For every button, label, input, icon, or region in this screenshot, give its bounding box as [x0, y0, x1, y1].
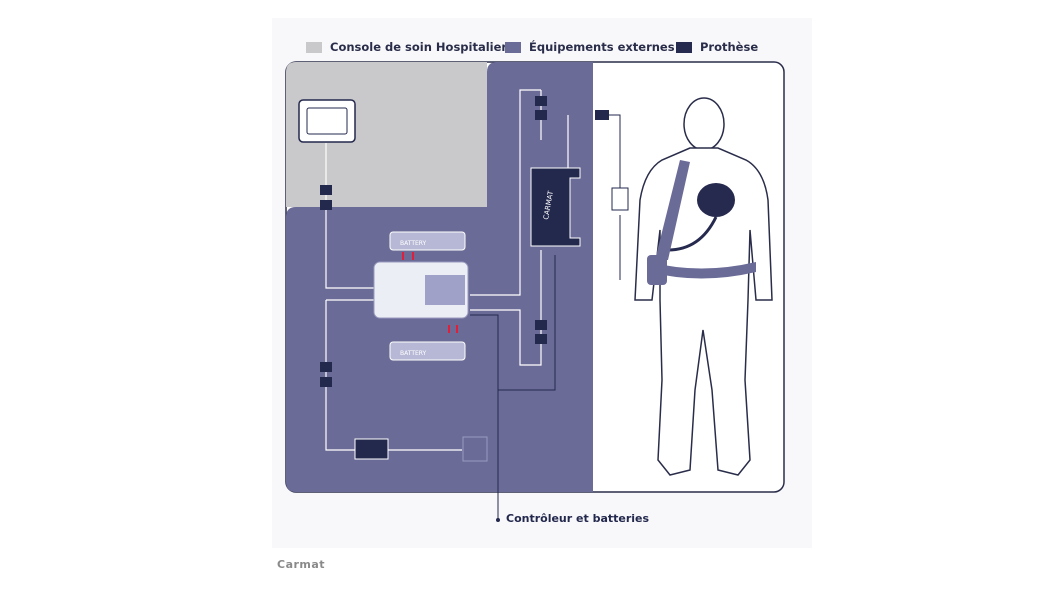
- legend-label: Équipements externes: [529, 40, 675, 54]
- legend-label: Console de soin Hospitalier: [330, 40, 508, 54]
- battery-top: BATTERY: [389, 231, 466, 251]
- diagram-shape: BATTERY: [400, 240, 427, 247]
- legend-swatch: [676, 41, 692, 53]
- callout-dot: [496, 518, 500, 522]
- prosthesis-heart: [697, 183, 735, 217]
- controller-callout-label: Contrôleur et batteries: [506, 512, 650, 525]
- diagram-shape: [535, 96, 547, 106]
- diagram-shape: [320, 362, 332, 372]
- diagram-shape: [498, 255, 556, 391]
- diagram-shape: [470, 89, 541, 296]
- diagram-shape: [535, 110, 547, 120]
- battery-charger: [373, 261, 469, 319]
- diagram-shape: [530, 167, 581, 247]
- inline-connector: [611, 187, 629, 211]
- diagram-shape: [320, 200, 332, 210]
- diagram-shape: [320, 377, 332, 387]
- diagram-shape: [683, 97, 725, 151]
- connector-icons: [320, 96, 609, 387]
- shoulder-strap: [655, 160, 690, 260]
- diagram-shape: [402, 252, 404, 260]
- diagram-shape: [535, 334, 547, 344]
- legend-swatch: [505, 41, 521, 53]
- diagram-shape: [306, 107, 348, 135]
- diagram-shape: [609, 114, 621, 280]
- hospital-console-zone: [286, 62, 487, 207]
- diagram-shape: [697, 183, 735, 217]
- legend-label: Prothèse: [700, 40, 759, 54]
- driveline: [667, 216, 718, 252]
- diagram-shape: BATTERY: [400, 350, 427, 357]
- diagram-shape: [535, 320, 547, 330]
- belt-pouch: [647, 255, 667, 285]
- diagram-shape: [412, 252, 414, 260]
- pointer-lines: [470, 114, 621, 520]
- monitor-icon: [298, 99, 356, 143]
- diagram-shape: [456, 325, 458, 333]
- diagram-shape: [425, 275, 465, 305]
- legend-item-console: Console de soin Hospitalier: [306, 40, 507, 54]
- diagram-shape: [448, 325, 450, 333]
- battery-bottom: BATTERY: [389, 341, 466, 361]
- image-credit: Carmat: [277, 558, 326, 571]
- diagram-shape: [470, 314, 499, 520]
- wall-outlet-icon: [462, 436, 488, 462]
- diagram-shape: [595, 110, 609, 120]
- insert-arrows: [402, 252, 458, 333]
- belt: [650, 262, 756, 279]
- diagram-shape: [389, 231, 466, 251]
- power-adapter: [354, 438, 389, 460]
- controller-device: CARMAT: [530, 167, 581, 247]
- diagram-shape: [320, 185, 332, 195]
- diagram-shape: [389, 341, 466, 361]
- legend-item-prosthesis: Prothèse: [676, 40, 758, 54]
- legend-item-external: Équipements externes: [505, 40, 675, 54]
- diagram-shape: [325, 299, 375, 451]
- legend-swatch: [306, 41, 322, 53]
